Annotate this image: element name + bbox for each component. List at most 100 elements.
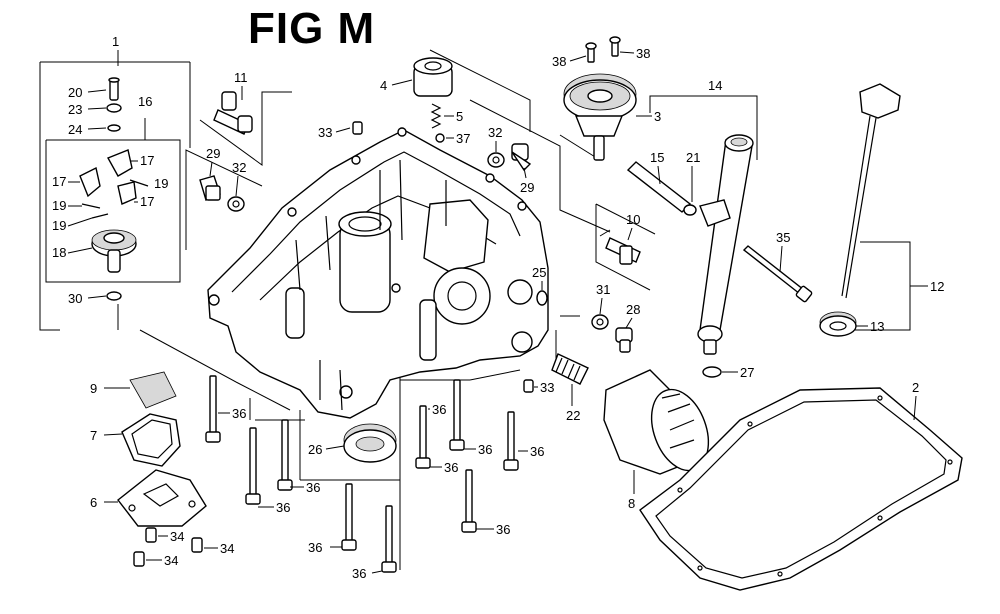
part-3-oil-pump-gear: [563, 73, 637, 161]
callout-10: 10: [626, 212, 640, 227]
callout-38-left: 38: [552, 54, 566, 69]
part-25-oring: [536, 290, 548, 306]
callout-19-b: 19: [52, 198, 66, 213]
callout-19-a: 19: [154, 176, 168, 191]
callout-29-left: 29: [206, 146, 220, 161]
callout-36-a: 36: [232, 406, 246, 421]
part-22-nipple: [551, 353, 589, 385]
callout-6: 6: [90, 495, 97, 510]
part-15-pipe: [626, 161, 692, 213]
callout-36-j: 36: [530, 444, 544, 459]
callout-3: 3: [654, 109, 661, 124]
callout-18: 18: [52, 245, 66, 260]
callout-36-b: 36: [276, 500, 290, 515]
figure-title: FIG M: [248, 4, 376, 53]
part-30-washer: [106, 291, 122, 301]
part-12-dipstick: [841, 83, 901, 299]
part-29-plug-left: [199, 175, 221, 201]
group-bracket-11: [199, 91, 292, 166]
callout-15: 15: [650, 150, 664, 165]
callout-13: 13: [870, 319, 884, 334]
callout-9: 9: [90, 381, 97, 396]
part-33-dowel-bottom: [523, 379, 534, 393]
callout-33-top: 33: [318, 125, 332, 140]
part-34-screws: [133, 527, 203, 567]
group-bracket-14: [649, 95, 758, 160]
callout-28: 28: [626, 302, 640, 317]
group-bracket-12: [855, 241, 928, 331]
callout-2: 2: [912, 380, 919, 395]
part-5-spring: [430, 103, 442, 129]
group-bracket-1: [39, 58, 191, 331]
callout-20: 20: [68, 85, 82, 100]
callout-34-b: 34: [220, 541, 234, 556]
group-bracket-10: [595, 203, 656, 291]
callout-17-b: 17: [52, 174, 66, 189]
callout-17-a: 17: [140, 153, 154, 168]
callout-1: 1: [112, 34, 119, 49]
part-6-cover-plate: [117, 469, 207, 527]
callout-36-f: 36: [432, 402, 446, 417]
part-31-washer: [591, 314, 609, 330]
callout-26: 26: [308, 442, 322, 457]
part-27-oring: [702, 366, 722, 378]
callout-37: 37: [456, 131, 470, 146]
callout-35: 35: [776, 230, 790, 245]
part-14-filler-tube: [697, 134, 754, 355]
callout-11: 11: [234, 70, 248, 85]
part-18-governor-gear: [91, 229, 137, 273]
part-32-washer-right: [487, 152, 505, 168]
part-21-oring: [683, 204, 697, 216]
callout-32-left: 32: [232, 160, 246, 175]
callout-5: 5: [456, 109, 463, 124]
callout-36-h: 36: [478, 442, 492, 457]
callout-22: 22: [566, 408, 580, 423]
callout-32-right: 32: [488, 125, 502, 140]
callout-36-i: 36: [496, 522, 510, 537]
callout-33-bottom: 33: [540, 380, 554, 395]
part-4-adapter: [413, 57, 453, 97]
callout-36-c: 36: [306, 480, 320, 495]
callout-labels: 1 20 23 24 16 17 17 19 19 17 19 18 30 11…: [52, 34, 944, 581]
callout-17-c: 17: [140, 194, 154, 209]
part-24-clip: [107, 124, 121, 132]
callout-27: 27: [740, 365, 754, 380]
callout-38-right: 38: [636, 46, 650, 61]
callout-36-d: 36: [308, 540, 322, 555]
part-26-oil-seal: [343, 423, 397, 463]
callout-29-right: 29: [520, 180, 534, 195]
part-11-fitting: [213, 91, 253, 135]
callout-12: 12: [930, 279, 944, 294]
group-bracket-4: [429, 49, 531, 132]
part-32-washer-left: [227, 196, 245, 212]
part-9-screen: [129, 371, 177, 409]
crankcase-cover: [207, 127, 549, 419]
part-35-bolt: [742, 245, 813, 303]
part-17-governor-weights: [79, 149, 137, 205]
leader-lines: [117, 134, 611, 570]
part-19-pins: [81, 179, 149, 219]
callout-24: 24: [68, 122, 82, 137]
part-7-gasket: [121, 413, 181, 467]
callout-31: 31: [596, 282, 610, 297]
part-36-bolts: [205, 375, 519, 573]
part-38-bolts: [585, 36, 621, 63]
part-2-gasket: [639, 387, 963, 591]
callout-30: 30: [68, 291, 82, 306]
group-bracket-29-32: [185, 149, 263, 250]
callout-16: 16: [138, 94, 152, 109]
callout-36-e: 36: [352, 566, 366, 581]
callout-7: 7: [90, 428, 97, 443]
callout-4: 4: [380, 78, 387, 93]
group-bracket-16: [45, 118, 181, 283]
part-8-oil-filter: [603, 369, 710, 475]
callout-19-c: 19: [52, 218, 66, 233]
callout-23: 23: [68, 102, 82, 117]
part-20-governor-shaft: [108, 77, 120, 101]
callout-25: 25: [532, 265, 546, 280]
callout-36-g: 36: [444, 460, 458, 475]
callout-21: 21: [686, 150, 700, 165]
part-23-washer: [106, 103, 122, 113]
callout-14: 14: [708, 78, 722, 93]
